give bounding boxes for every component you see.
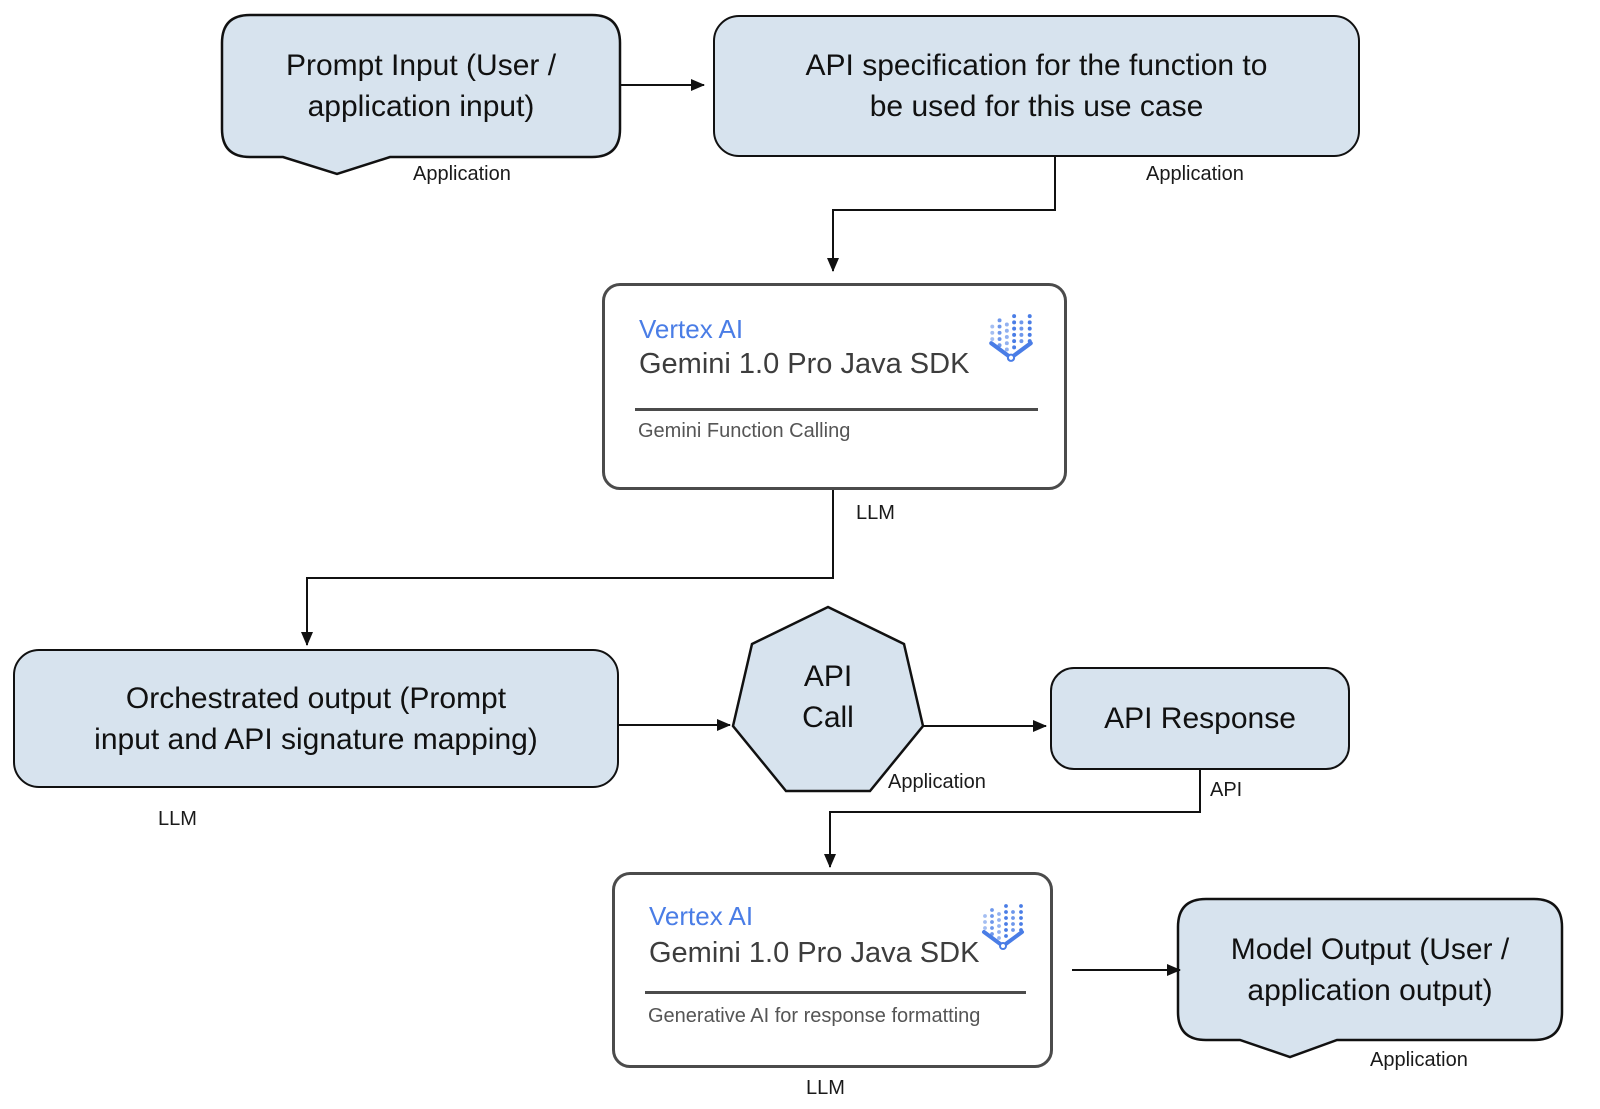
card-divider: [635, 408, 1038, 411]
gemini-sdk-title: Gemini 1.0 Pro Java SDK: [639, 348, 970, 380]
vertex-ai-response-formatting-card: Vertex AI Gemini 1.0 Pro Java SDK Genera…: [612, 872, 1053, 1068]
connector-apiresponse-to-llm2: [824, 770, 1201, 868]
model-output-bubble-shape: [1176, 897, 1564, 1059]
api-response-tag: API: [1210, 779, 1243, 801]
api-spec-label-line2: be used for this use case: [869, 90, 1204, 123]
prompt-input-bubble-shape: [220, 13, 622, 176]
connector-llm1-to-orchestrated: [301, 490, 834, 646]
api-call-heptagon-shape: [731, 605, 925, 793]
vertex-ai-product-name: Vertex AI: [649, 901, 754, 931]
vertex-ai-function-calling-card: Vertex AI Gemini 1.0 Pro Java SDK Gemini…: [602, 283, 1067, 490]
orchestrated-output-node: Orchestrated output (Prompt input and AP…: [13, 649, 619, 788]
model-output-tag: Application: [1370, 1049, 1468, 1071]
card-divider: [645, 991, 1026, 994]
gemini-capability-label: Generative AI for response formatting: [648, 1005, 981, 1027]
llm2-tag: LLM: [806, 1077, 845, 1099]
gemini-sdk-title: Gemini 1.0 Pro Java SDK: [649, 937, 980, 969]
api-spec-node: API specification for the function to be…: [713, 15, 1360, 157]
api-response-label: API Response: [1104, 702, 1296, 735]
llm1-tag: LLM: [856, 502, 895, 524]
prompt-input-tag: Application: [413, 163, 511, 185]
orchestrated-output-label-line2: input and API signature mapping): [94, 722, 538, 756]
vertex-ai-icon: [989, 314, 1033, 362]
vertex-ai-product-name: Vertex AI: [639, 314, 744, 344]
orchestrated-output-label-line1: Orchestrated output (Prompt: [125, 681, 507, 715]
orchestrated-output-tag: LLM: [158, 808, 197, 830]
api-spec-label-line1: API specification for the function to: [805, 49, 1268, 82]
api-spec-tag: Application: [1146, 163, 1244, 185]
gemini-capability-label: Gemini Function Calling: [638, 420, 851, 442]
connector-apispec-to-llm1: [827, 157, 1056, 272]
api-call-tag: Application: [888, 771, 986, 793]
api-response-node: API Response: [1050, 667, 1350, 770]
vertex-ai-icon: [982, 904, 1024, 950]
